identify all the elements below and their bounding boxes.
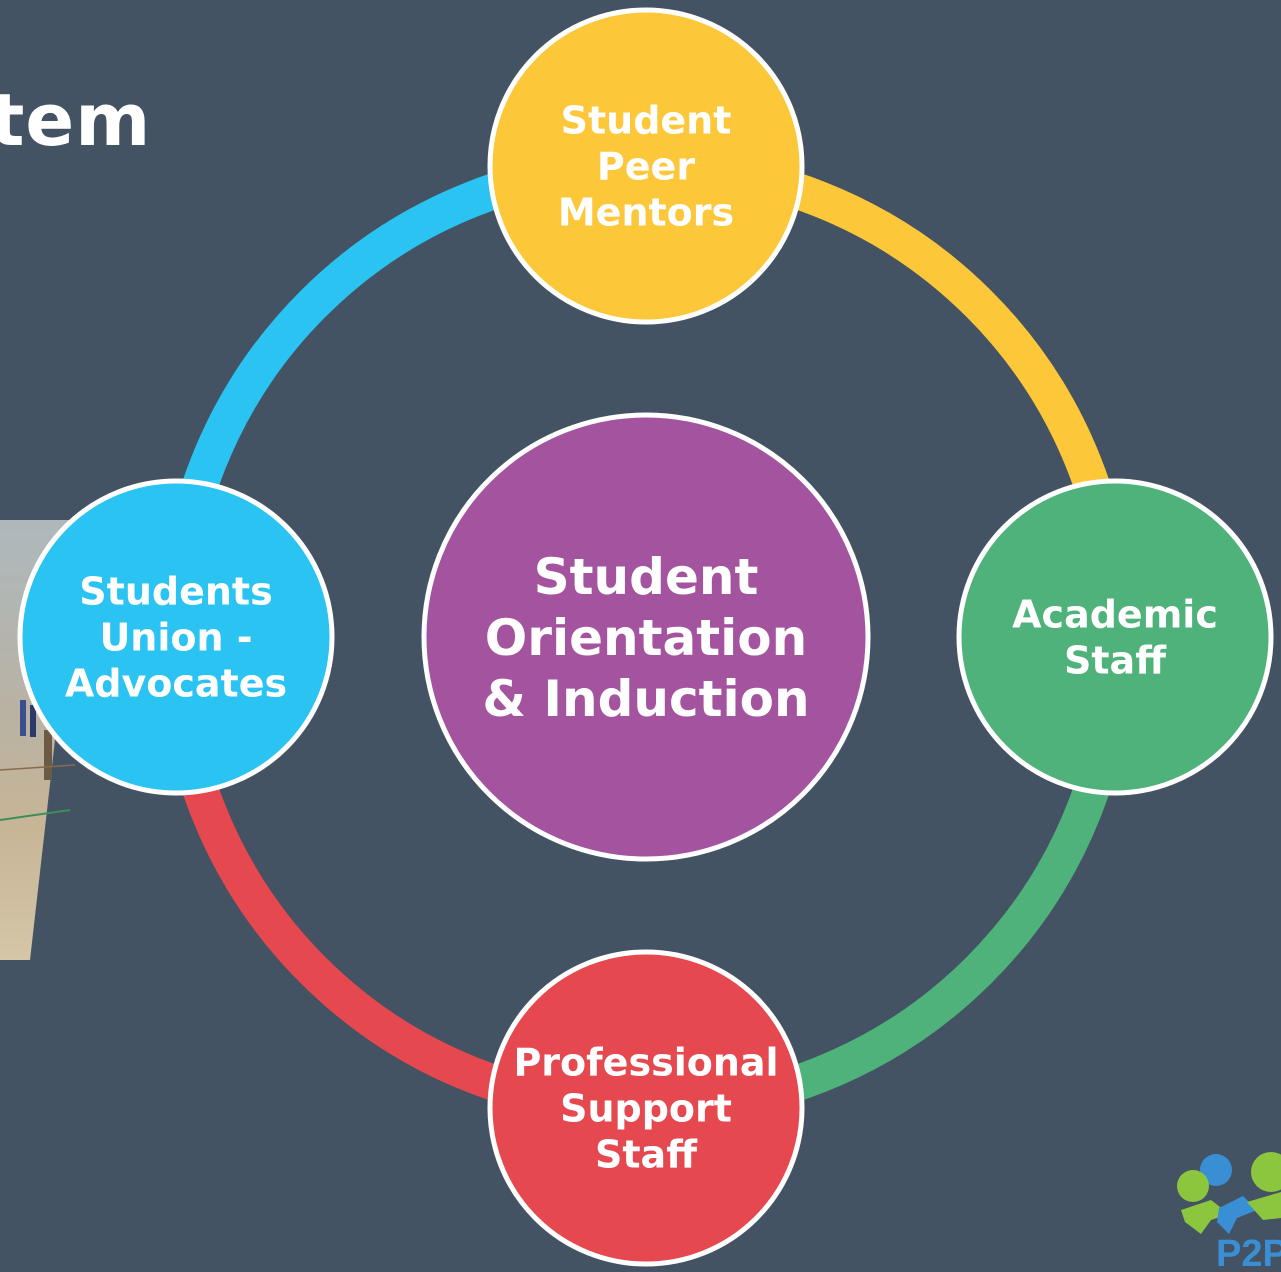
node-bottom-label-line: Professional [513, 1041, 778, 1085]
node-top-label-line: Student [561, 99, 732, 143]
node-bottom-circle [487, 949, 805, 1267]
node-left-circle [17, 478, 335, 796]
outer-nodes: StudentPeerMentorsAcademicStaffProfessio… [17, 7, 1274, 1267]
node-left-label-line: Union - [99, 616, 252, 660]
node-left-label-line: Students [79, 570, 272, 614]
node-bottom-label-line: Support [560, 1087, 732, 1131]
p2p-logo: P2P [1171, 1148, 1281, 1272]
node-top-label-line: Peer [597, 145, 695, 189]
node-center-label-line: & Induction [482, 670, 809, 728]
node-center-label-line: Orientation [485, 609, 807, 667]
node-top-circle [487, 7, 805, 325]
slide-title: tem [0, 78, 152, 162]
node-right-label-line: Staff [1064, 639, 1167, 683]
svg-text:P2P: P2P [1216, 1233, 1281, 1268]
node-top-label-line: Mentors [558, 191, 734, 235]
node-left-label-line: Advocates [65, 662, 287, 706]
node-right-label-line: Academic [1012, 593, 1218, 637]
node-bottom-label-line: Staff [595, 1133, 698, 1177]
node-right-circle [956, 478, 1274, 796]
node-center-label-line: Student [534, 548, 759, 606]
node-center-circle [421, 412, 871, 862]
